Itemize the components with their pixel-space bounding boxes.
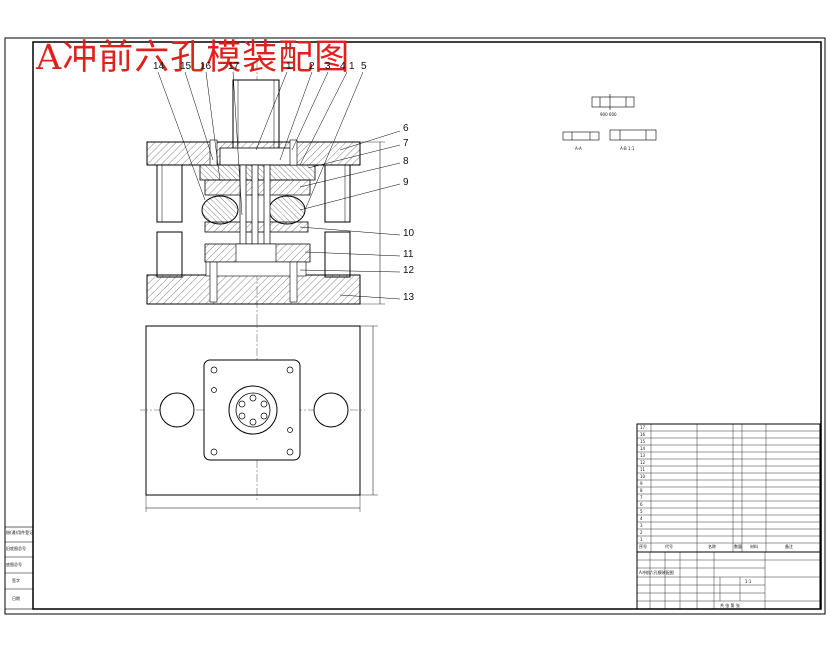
part-number: 2 [309,61,315,72]
bom-row-number: 6 [640,502,643,507]
detail-note: 900 600 [600,112,617,117]
title-block-scale: 1:1 [745,579,752,584]
part-number: 5 [361,61,367,72]
bom-row-number: 11 [640,467,646,472]
part-number: 3 [325,61,331,72]
stamp-label: 旧底图总号 [6,546,26,551]
bom-row-number: 4 [640,516,643,521]
bom-header: 备注 [785,544,793,549]
bom-row-number: 17 [640,425,646,430]
bom-row-number: 10 [640,474,646,479]
front-section-view [146,62,401,320]
bom-header: 材料 [750,544,758,549]
drawing-title: A冲前六孔模装配图 [36,38,351,78]
part-number: 8 [403,156,409,167]
part-number: 1 [286,61,292,72]
bom-row-number: 13 [640,453,646,458]
title-block-name: A冲前六孔模装配图 [639,570,674,575]
stamp-label: 借(通)用件登记 [6,530,34,535]
part-number: 17 [228,61,240,72]
bom-row-number: 14 [640,446,646,451]
bom-row-number: 5 [640,509,643,514]
title-block [636,551,821,610]
bom-table [636,423,821,553]
bom-row-number: 9 [640,481,643,486]
part-number: 1 [349,61,355,72]
outer-frame [4,37,826,615]
bom-header: 数量 [734,544,742,549]
part-number: 13 [403,292,415,303]
top-plan-view [140,320,378,512]
bom-row-number: 12 [640,460,646,465]
detail-note: A-B 1:1 [620,146,635,151]
title-block-sheet: 共 张 第 张 [720,603,740,608]
stamp-label: 签字 [12,578,20,583]
bom-row-number: 15 [640,439,646,444]
part-number: 14 [153,61,165,72]
part-number: 6 [403,123,409,134]
part-number: 9 [403,177,409,188]
detail-note: A-A [575,146,582,151]
part-number: 7 [403,138,409,149]
detail-views [562,94,657,141]
bom-header: 名称 [708,544,716,549]
part-number: 16 [200,61,212,72]
bom-row-number: 16 [640,432,646,437]
part-number: 12 [403,265,415,276]
bom-row-number: 8 [640,488,643,493]
bom-header: 序号 [639,544,647,549]
part-number: 15 [180,61,192,72]
stamp-label: 底图总号 [6,562,22,567]
part-number: 10 [403,228,415,239]
stamp-label: 日期 [12,596,20,601]
part-number: 4 [340,61,346,72]
left-stamp-block [4,526,34,610]
bom-header: 代号 [665,544,673,549]
bom-row-number: 3 [640,523,643,528]
part-number: 11 [403,249,414,260]
bom-row-number: 7 [640,495,643,500]
bom-row-number: 1 [640,537,643,542]
bom-row-number: 2 [640,530,643,535]
inner-frame [32,41,822,610]
